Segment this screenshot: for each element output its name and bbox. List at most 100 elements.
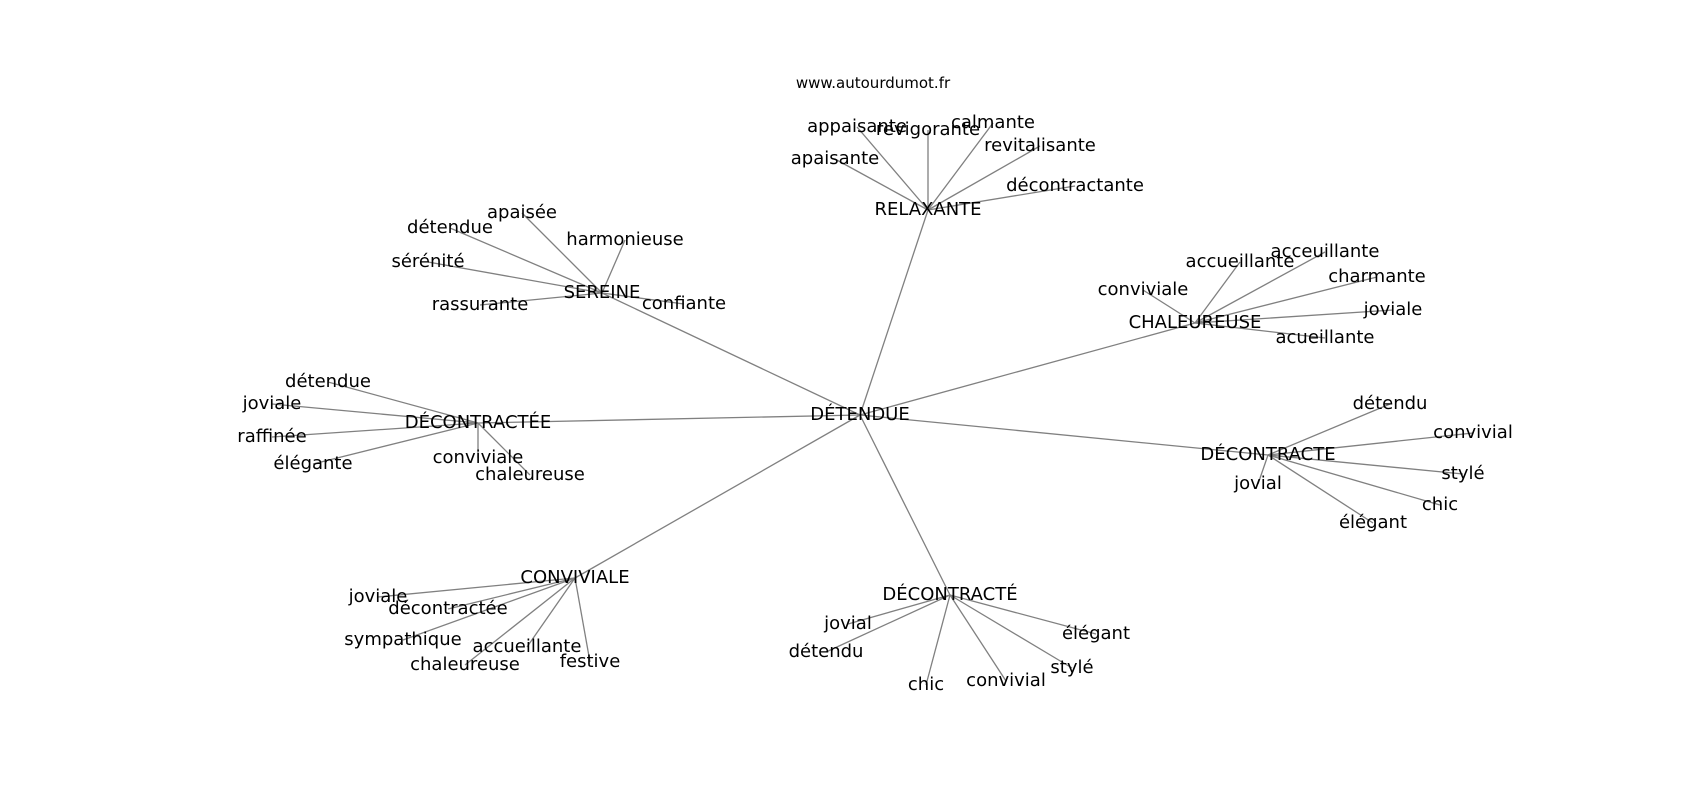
node-leaf-decontracte2-1: détendu (789, 641, 864, 662)
edge-conviviale-leaf-4 (464, 577, 576, 666)
edge-conviviale-leaf-1 (447, 577, 576, 610)
edge-chaleureuse-leaf-1 (1194, 251, 1326, 324)
edge-relaxante-leaf-3 (927, 145, 1041, 211)
node-leaf-conviviale-0: joviale (348, 586, 408, 607)
edge-center-relaxante (859, 209, 929, 416)
edge-decontracte2-leaf-2 (949, 594, 1097, 635)
edge-sereine-leaf-1 (449, 227, 603, 294)
node-hub-decontracte2: DÉCONTRACTÉ (882, 583, 1017, 605)
node-leaf-decontracte-5: élégant (1339, 512, 1407, 533)
edge-sereine-leaf-3 (427, 261, 603, 294)
node-leaf-decontracte2-3: stylé (1050, 657, 1093, 678)
edge-decontractee-leaf-5 (477, 422, 531, 476)
edge-decontracte-leaf-3 (1257, 454, 1269, 485)
edge-center-chaleureuse (859, 322, 1196, 416)
node-leaf-decontracte2-5: convivial (966, 670, 1046, 691)
edge-chaleureuse-leaf-2 (1194, 276, 1378, 324)
node-leaf-sereine-3: sérénité (391, 251, 464, 272)
node-hub-relaxante: RELAXANTE (874, 199, 981, 220)
node-leaf-sereine-5: confiante (642, 293, 726, 314)
edge-center-sereine (601, 292, 861, 416)
edge-decontracte2-leaf-4 (925, 594, 951, 686)
node-leaf-decontracte-1: convivial (1433, 422, 1513, 443)
node-leaf-chaleureuse-1: acceuillante (1271, 241, 1380, 262)
node-leaf-decontractee-3: élégante (273, 453, 352, 474)
node-leaf-chaleureuse-0: accueillante (1186, 251, 1295, 272)
node-hub-chaleureuse: CHALEUREUSE (1129, 312, 1262, 333)
edge-conviviale-leaf-0 (377, 577, 576, 598)
edge-conviviale-leaf-5 (574, 577, 591, 663)
edge-conviviale-leaf-2 (402, 577, 576, 641)
edge-decontractee-leaf-0 (327, 381, 479, 424)
edge-decontracte2-leaf-0 (847, 594, 951, 625)
edge-chaleureuse-leaf-3 (1142, 289, 1196, 324)
node-leaf-decontracte2-4: chic (908, 674, 944, 695)
edge-decontracte2-leaf-3 (949, 594, 1073, 669)
edge-sereine-leaf-2 (601, 239, 626, 294)
node-leaf-conviviale-5: festive (560, 651, 621, 672)
edge-decontracte2-leaf-1 (825, 594, 951, 653)
node-leaf-decontractee-4: conviviale (433, 447, 524, 468)
node-leaf-chaleureuse-5: acueillante (1276, 327, 1375, 348)
watermark: www.autourdumot.fr (796, 74, 951, 92)
edge-decontracte2-leaf-5 (949, 594, 1007, 682)
node-hub-sereine: SEREINE (564, 282, 641, 303)
edge-decontracte-leaf-1 (1267, 432, 1474, 456)
node-leaf-chaleureuse-4: joviale (1363, 299, 1423, 320)
node-leaf-decontracte-3: jovial (1233, 473, 1282, 494)
node-leaf-decontracte2-2: élégant (1062, 623, 1130, 644)
edge-chaleureuse-leaf-0 (1194, 261, 1241, 324)
node-leaf-decontracte-2: stylé (1441, 463, 1484, 484)
node-leaf-decontractee-2: raffinée (237, 426, 306, 447)
node-leaf-sereine-2: harmonieuse (566, 229, 683, 250)
node-leaf-decontracte-0: détendu (1353, 393, 1428, 414)
node-leaf-relaxante-2: calmante (951, 112, 1035, 133)
edge-relaxante-leaf-2 (927, 122, 994, 211)
edge-relaxante-leaf-0 (856, 126, 929, 211)
edge-decontracte-leaf-0 (1267, 403, 1391, 456)
node-leaf-sereine-1: détendue (407, 217, 493, 238)
edge-chaleureuse-leaf-5 (1194, 322, 1326, 339)
edge-decontractee-leaf-1 (271, 403, 479, 424)
edge-center-decontracte (859, 414, 1269, 456)
edge-relaxante-leaf-5 (927, 185, 1076, 211)
node-leaf-relaxante-0: appaisante (807, 116, 907, 137)
node-hub-decontractee: DÉCONTRACTÉE (405, 411, 552, 433)
node-center: DÉTENDUE (810, 403, 909, 425)
node-leaf-chaleureuse-2: charmante (1328, 266, 1426, 287)
edge-chaleureuse-leaf-4 (1194, 309, 1394, 324)
node-hub-conviviale: CONVIVIALE (520, 567, 629, 588)
node-leaf-decontractee-1: joviale (242, 393, 302, 414)
node-hub-decontracte: DÉCONTRACTE (1200, 443, 1335, 465)
edge-center-decontractee (477, 414, 861, 424)
node-leaf-relaxante-5: décontractante (1006, 175, 1144, 196)
node-leaf-conviviale-3: accueillante (473, 636, 582, 657)
node-leaf-sereine-4: rassurante (432, 294, 529, 315)
edge-sereine-leaf-5 (601, 292, 685, 305)
edge-decontracte-leaf-5 (1267, 454, 1374, 524)
node-leaf-conviviale-2: sympathique (344, 629, 461, 650)
node-leaf-sereine-0: apaisée (487, 202, 557, 223)
edge-relaxante-leaf-4 (834, 158, 929, 211)
edge-sereine-leaf-4 (479, 292, 603, 306)
edges-layer (271, 122, 1474, 686)
node-leaf-relaxante-4: apaisante (791, 148, 879, 169)
edge-decontracte-leaf-4 (1267, 454, 1441, 506)
node-leaf-decontractee-0: détendue (285, 371, 371, 392)
labels-layer: DÉTENDUE RELAXANTE appaisanterevigoranteca… (237, 112, 1513, 695)
edge-center-conviviale (574, 414, 861, 579)
node-leaf-conviviale-4: chaleureuse (410, 654, 520, 675)
edge-decontracte-leaf-2 (1267, 454, 1464, 475)
node-leaf-decontracte2-0: jovial (823, 613, 872, 634)
edge-conviviale-leaf-3 (526, 577, 576, 648)
node-leaf-decontracte-4: chic (1422, 494, 1458, 515)
edge-center-decontracte2 (859, 414, 951, 596)
edge-sereine-leaf-0 (521, 212, 603, 294)
node-leaf-chaleureuse-3: conviviale (1098, 279, 1189, 300)
node-leaf-decontractee-5: chaleureuse (475, 464, 585, 485)
node-leaf-relaxante-3: revitalisante (984, 135, 1096, 156)
node-leaf-conviviale-1: décontractée (388, 598, 507, 619)
node-leaf-relaxante-1: revigorante (876, 119, 980, 140)
edge-decontractee-leaf-3 (312, 422, 479, 465)
